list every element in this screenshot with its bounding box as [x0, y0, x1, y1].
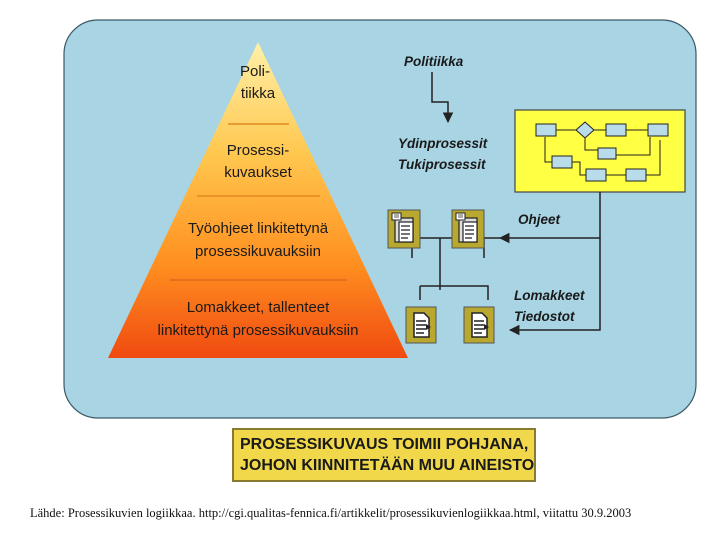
pyramid-level-4-line-2: linkitettynä prosessikuvauksiin [158, 322, 359, 339]
label-tukiprosessit: Tukiprosessit [398, 157, 486, 172]
summary-banner: PROSESSIKUVAUS TOIMII POHJANA, JOHON KII… [232, 428, 536, 482]
banner-line-2: JOHON KIINNITETÄÄN MUU AINEISTO [240, 457, 535, 474]
pyramid-level-2-line-1: Prosessi- [227, 142, 290, 159]
pyramid-shape [108, 42, 408, 358]
pyramid-level-4-line-1: Lomakkeet, tallenteet [187, 299, 330, 316]
document-icon [463, 306, 495, 344]
pyramid-level-1-line-2: tiikka [241, 85, 276, 102]
pyramid-level-3-line-2: prosessikuvauksiin [195, 243, 321, 260]
document-icon [405, 306, 437, 344]
document-icon [387, 209, 421, 249]
pyramid-level-2-line-2: kuvaukset [224, 164, 292, 181]
label-ydinprosessit: Ydinprosessit [398, 136, 488, 151]
pyramid: Poli- tiikka Prosessi- kuvaukset Työohje… [108, 42, 408, 358]
pyramid-level-1-line-1: Poli- [240, 63, 270, 80]
pyramid-level-3-line-1: Työohjeet linkitettynä [188, 220, 329, 237]
source-citation: Lähde: Prosessikuvien logiikkaa. http://… [30, 506, 632, 520]
label-ohjeet: Ohjeet [518, 212, 561, 227]
label-politiikka: Politiikka [404, 54, 464, 69]
background-panel [63, 19, 697, 419]
document-icon [451, 209, 485, 249]
banner-line-1: PROSESSIKUVAUS TOIMII POHJANA, [240, 436, 529, 453]
label-lomakkeet: Lomakkeet [514, 288, 585, 303]
process-flowchart [514, 109, 686, 193]
label-tiedostot: Tiedostot [514, 309, 575, 324]
politiikka-arrow [431, 72, 454, 124]
